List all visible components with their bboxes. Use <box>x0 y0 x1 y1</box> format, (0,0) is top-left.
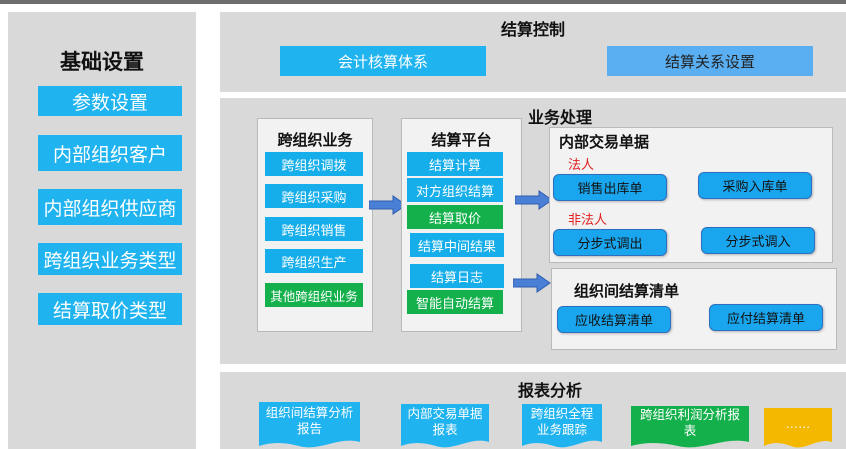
left-item-params[interactable]: 参数设置 <box>38 86 182 116</box>
platform-intermediate[interactable]: 结算中间结果 <box>410 233 504 257</box>
reports-title: 报表分析 <box>517 383 582 400</box>
report-internal-doc-report[interactable]: 内部交易单据报表 <box>401 404 489 449</box>
step-transfer-out-doc[interactable]: 分步式调出 <box>553 229 667 256</box>
report-cross-org-profit[interactable]: 跨组织利润分析报表 <box>631 406 749 449</box>
platform-title: 结算平台 <box>431 132 492 149</box>
platform-log[interactable]: 结算日志 <box>410 264 504 288</box>
cross-org-transfer[interactable]: 跨组织调拨 <box>265 152 363 176</box>
cross-org-title: 跨组织业务 <box>277 132 353 149</box>
settlement-control-title: 结算控制 <box>500 22 565 39</box>
platform-pricing[interactable]: 结算取价 <box>407 205 503 229</box>
report-label: 跨组织利润分析报表 <box>639 408 740 439</box>
cross-org-purchase[interactable]: 跨组织采购 <box>265 184 363 208</box>
report-doc-shape <box>631 406 749 448</box>
sales-outbound-doc[interactable]: 销售出库单 <box>553 174 667 201</box>
step-transfer-in-doc[interactable]: 分步式调入 <box>701 227 815 254</box>
report-doc-shape <box>522 404 602 448</box>
platform-counter-org[interactable]: 对方组织结算 <box>407 178 503 202</box>
purchase-inbound-doc[interactable]: 采购入库单 <box>698 172 812 199</box>
report-more[interactable]: …… <box>764 408 832 449</box>
arrow-to-platform <box>369 195 407 215</box>
report-label: 跨组织全程业务跟踪 <box>530 407 594 437</box>
arrow-to-internal-docs <box>515 190 553 210</box>
report-doc-shape <box>764 408 832 448</box>
arrow-to-settlement-list <box>513 273 551 293</box>
settlement-list-title: 组织间结算清单 <box>574 283 680 300</box>
accounting-system-button[interactable]: 会计核算体系 <box>280 46 486 76</box>
report-doc-shape <box>259 402 360 448</box>
platform-auto[interactable]: 智能自动结算 <box>407 290 503 314</box>
platform-calc[interactable]: 结算计算 <box>407 152 503 176</box>
internal-docs-title: 内部交易单据 <box>559 134 650 151</box>
left-item-internal-customer[interactable]: 内部组织客户 <box>38 135 182 171</box>
report-doc-shape <box>401 404 489 448</box>
basic-settings-title: 基础设置 <box>60 51 144 74</box>
report-label: 组织间结算分析报告 <box>265 405 354 436</box>
top-divider-line <box>0 0 846 4</box>
report-label: 内部交易单据报表 <box>407 407 483 437</box>
report-cross-org-tracking[interactable]: 跨组织全程业务跟踪 <box>522 404 602 449</box>
report-org-settlement-analysis[interactable]: 组织间结算分析报告 <box>259 402 360 449</box>
left-item-cross-org-type[interactable]: 跨组织业务类型 <box>38 243 182 275</box>
left-item-internal-supplier[interactable]: 内部组织供应商 <box>38 189 182 225</box>
receivable-list[interactable]: 应收结算清单 <box>557 306 671 333</box>
basic-settings-panel <box>8 12 196 449</box>
cross-org-production[interactable]: 跨组织生产 <box>265 249 363 273</box>
payable-list[interactable]: 应付结算清单 <box>709 304 823 331</box>
legal-entity-label: 法人 <box>568 157 595 172</box>
non-legal-entity-label: 非法人 <box>568 212 608 227</box>
cross-org-other[interactable]: 其他跨组织业务 <box>265 283 363 307</box>
left-item-pricing-type[interactable]: 结算取价类型 <box>38 293 182 325</box>
business-title: 业务处理 <box>527 110 592 127</box>
cross-org-sales[interactable]: 跨组织销售 <box>265 217 363 241</box>
report-label: …… <box>785 417 811 432</box>
settlement-relation-button[interactable]: 结算关系设置 <box>607 46 813 76</box>
